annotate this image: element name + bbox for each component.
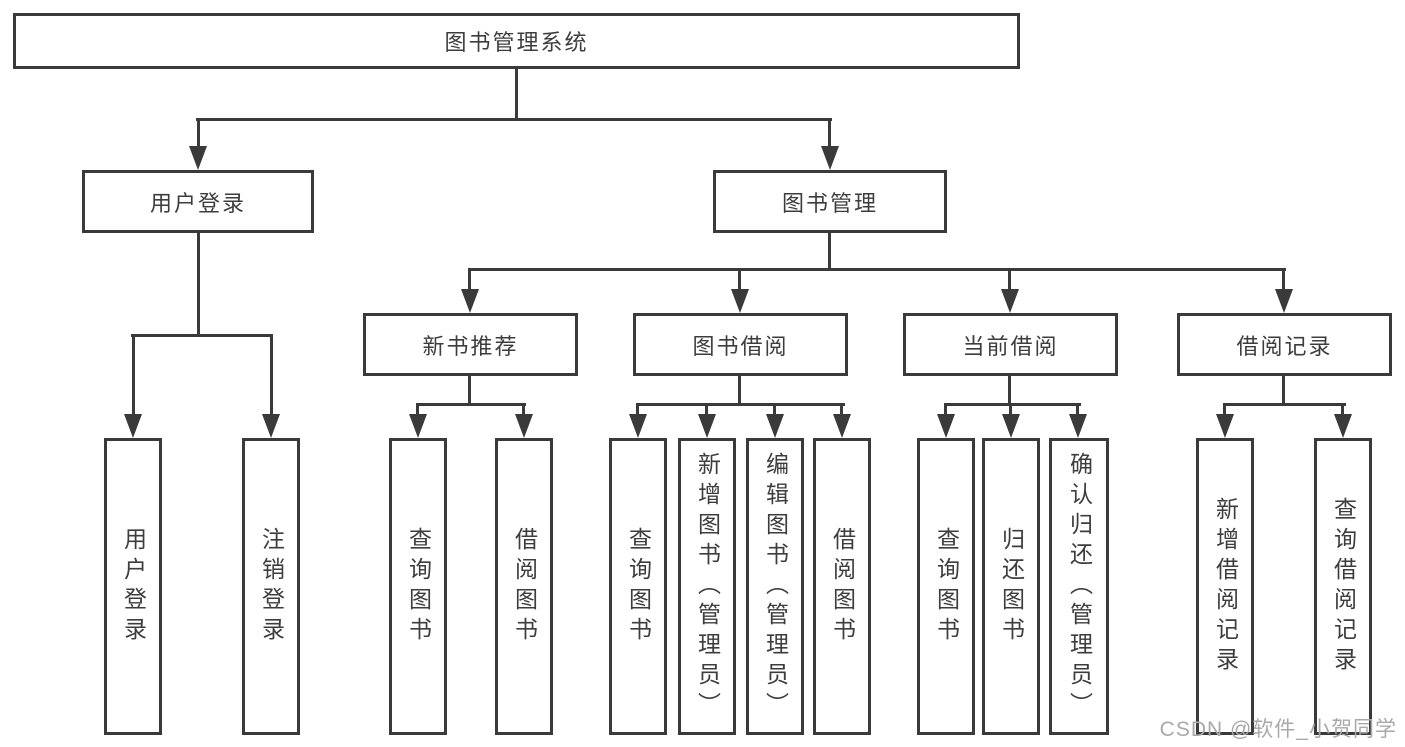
connector-stem-user-login bbox=[197, 120, 200, 147]
connector-borrowing-branch bbox=[636, 403, 845, 406]
node-book-management: 图书管理 bbox=[713, 170, 947, 233]
connector-records-down bbox=[1282, 376, 1285, 405]
connector-current-branch bbox=[944, 403, 1081, 406]
leaf-add-borrowing-record: 新增借阅记录 bbox=[1196, 438, 1254, 735]
connector-stem-leaf-user-login bbox=[132, 336, 135, 415]
connector-level2-branch bbox=[468, 268, 1286, 271]
node-user-login: 用户登录 bbox=[82, 170, 314, 233]
connector-stem-add-borrowing-record bbox=[1223, 405, 1226, 415]
connector-book-management-down bbox=[828, 233, 831, 270]
connector-stem-borrow-books-borrowing bbox=[840, 405, 843, 415]
leaf-query-books-recommend: 查询图书 bbox=[389, 438, 447, 735]
arrowhead-book-borrowing-icon bbox=[731, 289, 749, 313]
arrowhead-query-books-current-icon bbox=[937, 414, 955, 438]
connector-recommend-down bbox=[468, 376, 471, 405]
leaf-add-books-admin: 新增图书（管理员） bbox=[678, 438, 736, 735]
connector-stem-query-books-borrowing bbox=[636, 405, 639, 415]
connector-stem-borrowing-records bbox=[1282, 270, 1285, 290]
arrowhead-new-book-recommend-icon bbox=[461, 289, 479, 313]
connector-stem-query-books-current bbox=[944, 405, 947, 415]
connector-records-branch bbox=[1223, 403, 1346, 406]
arrowhead-query-borrowing-record-icon bbox=[1334, 414, 1352, 438]
leaf-borrow-books-borrowing: 借阅图书 bbox=[813, 438, 871, 735]
connector-stem-add-books-admin bbox=[705, 405, 708, 415]
arrowhead-query-books-borrowing-icon bbox=[629, 414, 647, 438]
arrowhead-book-management-icon bbox=[821, 146, 839, 170]
node-book-borrowing: 图书借阅 bbox=[633, 313, 848, 376]
connector-stem-return-books bbox=[1009, 405, 1012, 415]
node-current-borrowing: 当前借阅 bbox=[903, 313, 1118, 376]
leaf-borrow-books-recommend: 借阅图书 bbox=[495, 438, 553, 735]
leaf-query-books-borrowing: 查询图书 bbox=[609, 438, 667, 735]
leaf-user-login: 用户登录 bbox=[104, 438, 162, 735]
connector-stem-edit-books-admin bbox=[773, 405, 776, 415]
arrowhead-borrow-books-borrowing-icon bbox=[833, 414, 851, 438]
leaf-confirm-return-admin: 确认归还（管理员） bbox=[1049, 438, 1109, 735]
connector-user-login-branch bbox=[131, 334, 273, 337]
arrowhead-current-borrowing-icon bbox=[1001, 289, 1019, 313]
connector-recommend-branch bbox=[416, 403, 526, 406]
connector-borrowing-down bbox=[738, 376, 741, 405]
arrowhead-borrowing-records-icon bbox=[1275, 289, 1293, 313]
connector-stem-confirm-return-admin bbox=[1076, 405, 1079, 415]
arrowhead-return-books-icon bbox=[1002, 414, 1020, 438]
csdn-watermark: CSDN @软件_小贺同学 bbox=[1159, 718, 1397, 741]
leaf-edit-books-admin: 编辑图书（管理员） bbox=[746, 438, 804, 735]
leaf-return-books: 归还图书 bbox=[982, 438, 1040, 735]
arrowhead-add-books-admin-icon bbox=[698, 414, 716, 438]
connector-stem-borrow-books-recommend bbox=[522, 405, 525, 415]
arrowhead-edit-books-admin-icon bbox=[766, 414, 784, 438]
connector-stem-new-book-recommend bbox=[468, 270, 471, 290]
connector-current-down bbox=[1008, 376, 1011, 405]
connector-stem-book-borrowing bbox=[738, 270, 741, 290]
node-library-management-system: 图书管理系统 bbox=[13, 13, 1020, 69]
arrowhead-borrow-books-recommend-icon bbox=[515, 414, 533, 438]
leaf-logout: 注销登录 bbox=[242, 438, 300, 735]
node-borrowing-records: 借阅记录 bbox=[1177, 313, 1392, 376]
arrowhead-user-login-icon bbox=[189, 146, 207, 170]
connector-stem-current-borrowing bbox=[1008, 270, 1011, 290]
connector-root-stem bbox=[515, 69, 518, 120]
arrowhead-add-borrowing-record-icon bbox=[1216, 414, 1234, 438]
arrowhead-confirm-return-admin-icon bbox=[1069, 414, 1087, 438]
connector-stem-query-books-recommend bbox=[416, 405, 419, 415]
connector-level1-branch bbox=[196, 118, 832, 121]
connector-user-login-down bbox=[197, 233, 200, 336]
arrowhead-leaf-logout-icon bbox=[262, 414, 280, 438]
leaf-query-books-current: 查询图书 bbox=[917, 438, 975, 735]
connector-stem-leaf-logout bbox=[270, 336, 273, 415]
arrowhead-leaf-user-login-icon bbox=[124, 414, 142, 438]
connector-stem-book-management bbox=[828, 120, 831, 147]
connector-stem-query-borrowing-record bbox=[1341, 405, 1344, 415]
leaf-query-borrowing-record: 查询借阅记录 bbox=[1314, 438, 1372, 735]
arrowhead-query-books-recommend-icon bbox=[409, 414, 427, 438]
node-new-book-recommend: 新书推荐 bbox=[363, 313, 578, 376]
